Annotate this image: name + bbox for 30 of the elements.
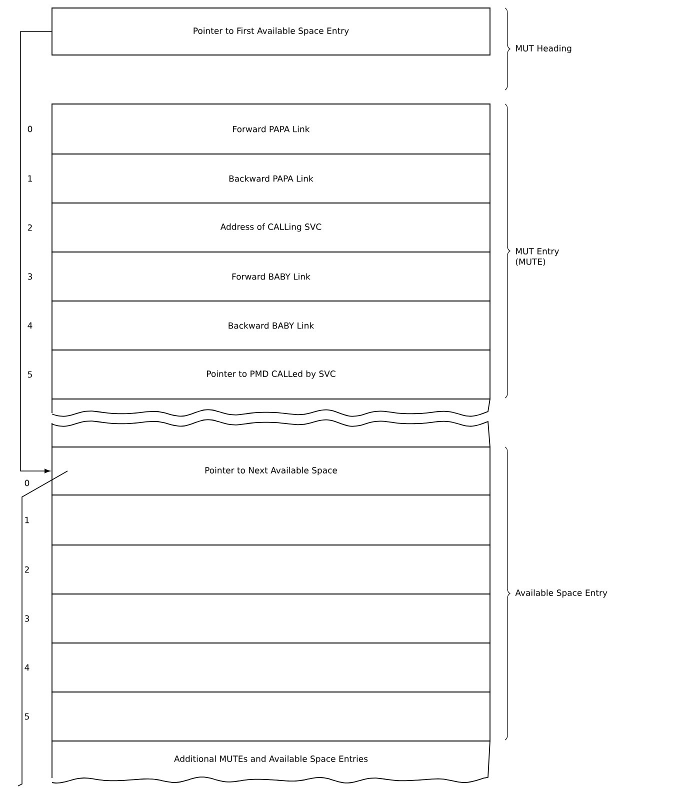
- field-box: Pointer to PMD CALLed by SVC: [52, 350, 490, 400]
- row-number: 5: [24, 713, 29, 720]
- empty-row-box: [52, 544, 490, 594]
- row-number: 1: [25, 516, 29, 524]
- section-label: MUT Heading: [516, 44, 572, 54]
- field-box: Backward PAPA Link: [52, 154, 490, 204]
- row-number: 0: [24, 480, 30, 486]
- row-number: 2: [24, 566, 29, 573]
- section-label: MUT Entry (MUTE): [516, 248, 559, 266]
- row-number: 5: [28, 371, 32, 378]
- field-box: Forward PAPA Link: [52, 104, 490, 154]
- empty-row-box: [52, 692, 490, 742]
- row-number: 2: [28, 224, 32, 231]
- row-number: 1: [28, 175, 32, 182]
- field-box: Address of CALLing SVC: [52, 202, 490, 252]
- field-box: Forward BABY Link: [52, 252, 490, 302]
- row-number: 4: [28, 322, 32, 329]
- section-label: Available Space Entry: [515, 589, 608, 598]
- row-number: 3: [24, 615, 29, 622]
- empty-row-box: [52, 642, 490, 692]
- connector-line: [20, 31, 52, 474]
- row-number: 4: [24, 664, 30, 671]
- field-box: Pointer to Next Available Space: [52, 446, 490, 496]
- empty-row-box: [52, 494, 490, 546]
- row-number: 0: [28, 126, 32, 132]
- field-box: Pointer to First Available Space Entry: [52, 8, 490, 56]
- row-number: 3: [28, 273, 32, 280]
- empty-row-box: [52, 594, 490, 644]
- field-box: Backward BABY Link: [52, 300, 490, 350]
- field-box: Additional MUTEs and Available Space Entries: [52, 740, 490, 784]
